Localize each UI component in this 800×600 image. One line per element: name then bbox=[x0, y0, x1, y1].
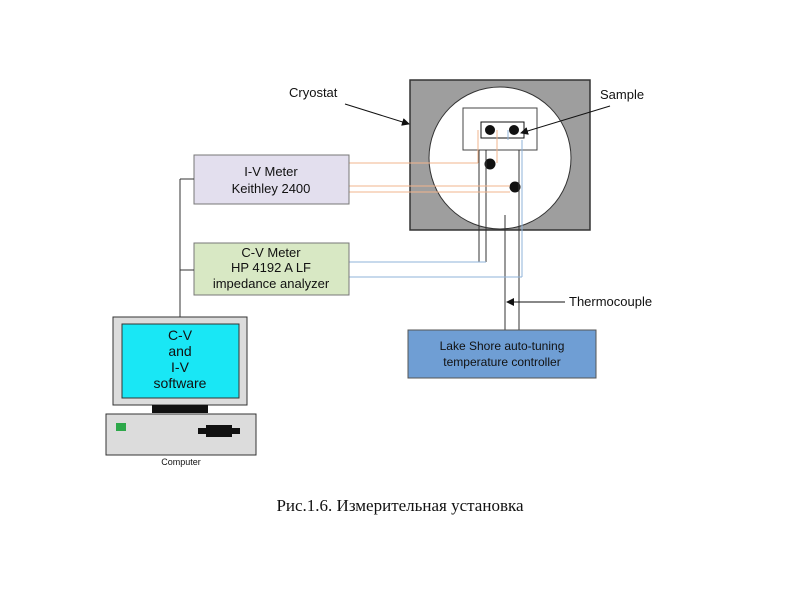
sample-arrow bbox=[520, 105, 611, 135]
cryostat-wires bbox=[478, 150, 520, 330]
controller-label-line2: temperature controller bbox=[443, 355, 560, 369]
iv-meter-model: Keithley 2400 bbox=[232, 181, 311, 196]
computer: C-V and I-V software Computer bbox=[105, 316, 257, 467]
disk-drive-icon bbox=[206, 425, 232, 437]
sample-contact bbox=[484, 158, 496, 170]
controller-label-line1: Lake Shore auto-tuning bbox=[440, 339, 565, 353]
computer-case bbox=[105, 413, 257, 456]
sample-contact bbox=[485, 125, 495, 135]
screen-text-line1: C-V bbox=[168, 327, 193, 343]
cryostat-label: Cryostat bbox=[289, 85, 338, 100]
computer-label: Computer bbox=[161, 457, 201, 467]
cryostat bbox=[409, 79, 591, 231]
cryostat-arrow bbox=[344, 103, 410, 126]
computer-bus bbox=[179, 178, 194, 317]
cv-meter-label: C-V Meter bbox=[241, 245, 301, 260]
cv-meter-box: C-V Meter HP 4192 A LF impedance analyze… bbox=[193, 242, 350, 296]
thermocouple-label: Thermocouple bbox=[569, 294, 652, 309]
iv-meter-label: I-V Meter bbox=[244, 164, 298, 179]
sample-contact bbox=[509, 181, 521, 193]
screen-text-line3: I-V bbox=[171, 359, 190, 375]
screen-text-line2: and bbox=[168, 343, 191, 359]
screen-text-line4: software bbox=[154, 375, 207, 391]
figure-caption: Рис.1.6. Измерительная установка bbox=[276, 496, 524, 515]
cv-wires bbox=[349, 130, 523, 278]
sample-contact bbox=[509, 125, 519, 135]
monitor-stand bbox=[152, 405, 208, 413]
cv-meter-description: impedance analyzer bbox=[213, 276, 330, 291]
cv-meter-model: HP 4192 A LF bbox=[231, 260, 311, 275]
temperature-controller-box: Lake Shore auto-tuning temperature contr… bbox=[407, 329, 597, 379]
iv-wires bbox=[349, 130, 510, 193]
sample-label: Sample bbox=[600, 87, 644, 102]
iv-meter-box: I-V Meter Keithley 2400 bbox=[193, 154, 350, 205]
power-led-icon bbox=[116, 423, 126, 431]
